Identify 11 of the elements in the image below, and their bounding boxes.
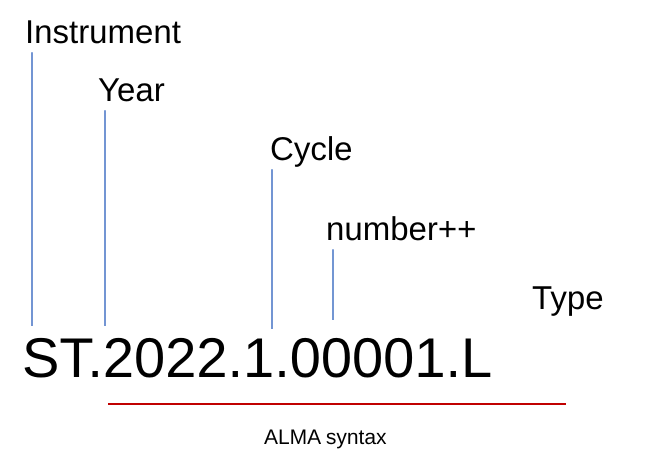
code-text: ST.2022.1.00001.L	[22, 327, 492, 389]
callout-label: number++	[326, 211, 476, 248]
callout-label: Type	[532, 280, 604, 316]
leader-line	[31, 52, 33, 326]
callout-label: Year	[98, 72, 165, 108]
callout-label: Instrument	[25, 14, 181, 50]
leader-line	[271, 169, 273, 329]
caption-text: ALMA syntax	[264, 426, 387, 450]
leader-line	[104, 110, 106, 326]
callout-label: Cycle	[270, 131, 353, 168]
leader-line	[332, 249, 334, 320]
